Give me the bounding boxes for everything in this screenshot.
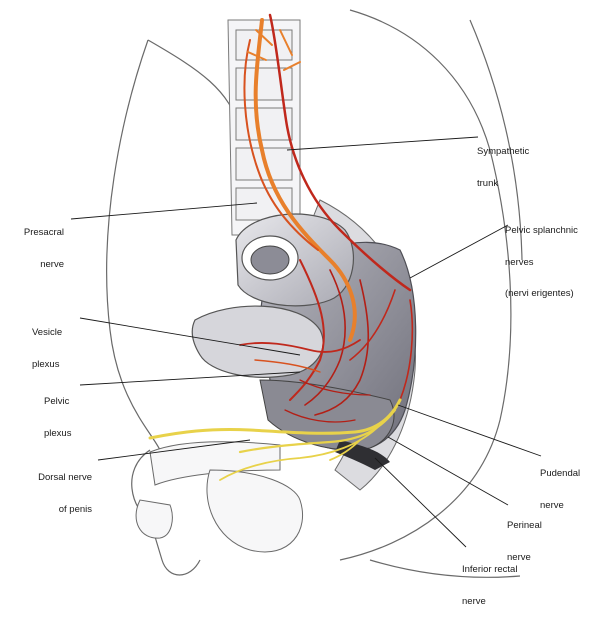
label-splanchnic-line1: Pelvic splanchnic	[505, 226, 578, 237]
label-sympathetic-line2: trunk	[477, 179, 529, 190]
leader-pudendal	[398, 405, 541, 456]
spine	[228, 20, 300, 235]
label-presacral-line1: Presacral	[16, 228, 64, 239]
label-inferior-rectal-line1: Inferior rectal	[462, 565, 517, 576]
label-pelvic-plexus: Pelvic plexus	[44, 376, 71, 460]
label-presacral-line2: nerve	[16, 260, 64, 271]
label-vesicle-line2: plexus	[32, 360, 62, 371]
label-dorsal-line1: Dorsal nerve	[10, 473, 92, 484]
leader-splanchnic	[410, 225, 508, 278]
label-vesicle-line1: Vesicle	[32, 328, 62, 339]
pelvic-nerve-anatomy-illustration: Sympathetic trunk Presacral nerve Pelvic…	[0, 0, 600, 587]
label-pudendal-line1: Pudendal	[540, 469, 580, 480]
label-inferior-rectal-nerve: Inferior rectal nerve	[462, 544, 517, 628]
label-pudendal-nerve: Pudendal nerve	[540, 448, 580, 532]
label-pelvic-line1: Pelvic	[44, 397, 71, 408]
label-dorsal-nerve-of-penis: Dorsal nerve of penis	[10, 452, 92, 536]
colon-loop	[236, 214, 353, 306]
label-presacral-nerve: Presacral nerve	[16, 207, 64, 291]
label-inferior-rectal-line2: nerve	[462, 597, 517, 608]
label-pelvic-line2: plexus	[44, 429, 71, 440]
external-genitalia	[136, 442, 302, 552]
label-splanchnic-line3: (nervi erigentes)	[505, 289, 578, 300]
leader-sympathetic	[287, 137, 478, 150]
label-splanchnic-line2: nerves	[505, 258, 578, 269]
label-pudendal-line2: nerve	[540, 501, 580, 512]
leader-presacral	[71, 203, 257, 219]
label-sympathetic-line1: Sympathetic	[477, 147, 529, 158]
label-pelvic-splanchnic-nerves: Pelvic splanchnic nerves (nervi erigente…	[505, 205, 578, 321]
leader-perineal	[388, 437, 508, 505]
label-sympathetic-trunk: Sympathetic trunk	[477, 126, 529, 210]
label-dorsal-line2: of penis	[10, 505, 92, 516]
label-perineal-line1: Perineal	[507, 521, 542, 532]
